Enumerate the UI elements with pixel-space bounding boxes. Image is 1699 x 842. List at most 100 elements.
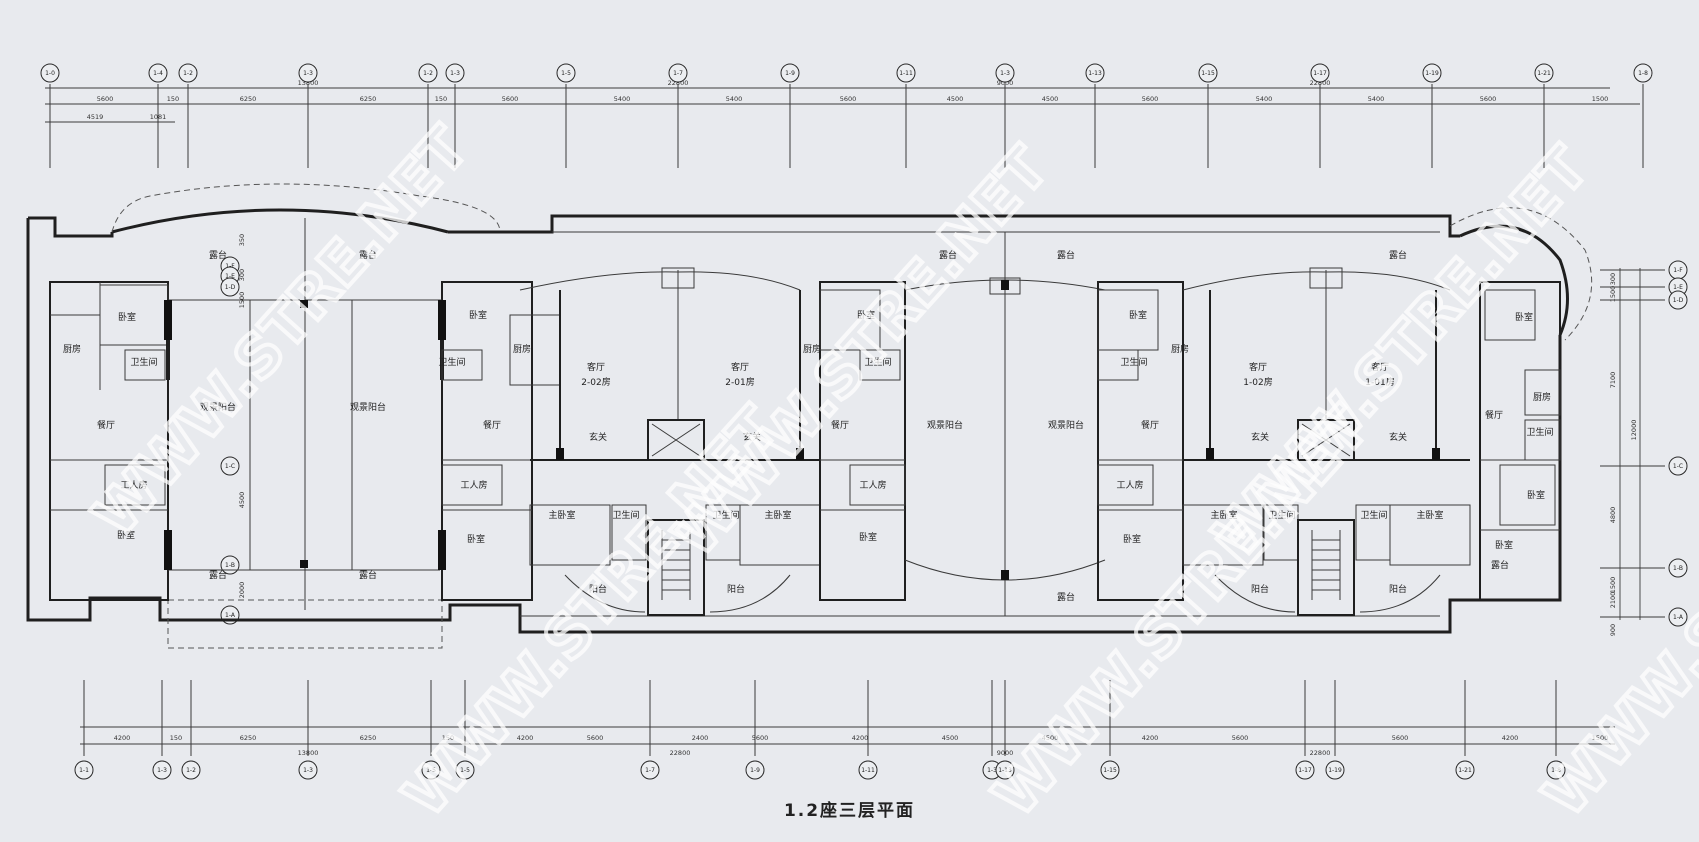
axis-label: 1-F (225, 263, 235, 270)
dimension-span: 6250 (240, 95, 257, 103)
dimension-span: 300 (1609, 273, 1617, 285)
room-label: 工人房 (460, 479, 487, 491)
axis-bubble: 1-3 (298, 760, 318, 780)
axis-bubble: 1-9 (780, 63, 800, 83)
axis-label: 1-5 (426, 767, 436, 774)
dimension-span: 4200 (1142, 734, 1159, 742)
room-label: 卫生间 (1120, 356, 1147, 368)
dimension-span: 6250 (360, 95, 377, 103)
axis-label: 1-3 (157, 767, 167, 774)
dimension-total: 9000 (997, 79, 1014, 87)
room-label: 观景阳台 (200, 401, 236, 413)
dimension-span: 4200 (852, 734, 869, 742)
room-label: 卫生间 (864, 356, 891, 368)
bottom-axis-lines (83, 680, 1557, 756)
axis-label: 1-F (1673, 267, 1683, 274)
dimension-span: 5600 (502, 95, 519, 103)
room-label: 工人房 (1116, 479, 1143, 491)
room-label: 卫生间 (130, 356, 157, 368)
axis-bubble: 1-8 (1546, 760, 1566, 780)
axis-label: 1-A (1673, 614, 1684, 621)
room-label: 卧室 (1515, 311, 1533, 323)
axis-bubble: 1-15 (1100, 760, 1120, 780)
dimension-span: 4200 (517, 734, 534, 742)
unit-1 (1097, 267, 1561, 616)
room-label: 卧室 (1129, 309, 1147, 321)
axis-label: 1-0 (45, 70, 55, 77)
axis-bubble: 1-5 (556, 63, 576, 83)
dimension-span: 150 (435, 95, 447, 103)
dimension-span: 5600 (1142, 95, 1159, 103)
axis-bubble: 1-F (1668, 260, 1688, 280)
right-dimension-chain (1619, 268, 1641, 620)
dimension-span: 1500 (1592, 734, 1609, 742)
dimension-total: 13800 (298, 79, 319, 87)
dimension-span: 6250 (360, 734, 377, 742)
room-label: 工人房 (120, 479, 147, 491)
axis-label: 1-8 (1551, 767, 1561, 774)
axis-label: 1-3 (987, 767, 997, 774)
right-axis-bubbles: 1-F1-E1-D1-C1-B1-A (1600, 260, 1688, 627)
axis-bubble: 1-17 (1310, 63, 1330, 83)
axis-label: 1-21 (1458, 767, 1472, 774)
room-label: 露台 (939, 249, 957, 261)
room-label: 观景阳台 (350, 401, 386, 413)
dimension-span: 7100 (1609, 372, 1617, 389)
axis-bubble: 1-9 (745, 760, 765, 780)
dimension-span: 150 (167, 95, 179, 103)
room-label: 露台 (1057, 591, 1075, 603)
room-label: 卫生间 (1268, 509, 1295, 521)
dimension-span: 6250 (240, 734, 257, 742)
axis-label: 1-2 (186, 767, 196, 774)
room-label: 露台 (1389, 249, 1407, 261)
dimension-span: 150 (442, 734, 454, 742)
room-label: 客厅 (731, 361, 749, 373)
dimension-span: 300 (238, 269, 246, 281)
room-label: 玄关 (743, 431, 761, 443)
axis-bubble: 1-8 (1633, 63, 1653, 83)
axis-bubble: 1-7 (640, 760, 660, 780)
axis-bubble: 1-B (1668, 558, 1688, 578)
axis-label: 1-17 (1298, 767, 1312, 774)
room-label: 卧室 (857, 309, 875, 321)
axis-bubble: 1-15 (1198, 63, 1218, 83)
room-label: 露台 (1057, 249, 1075, 261)
room-label: 卧室 (469, 309, 487, 321)
room-label: 露台 (359, 249, 377, 261)
dimension-span: 1500 (1609, 577, 1617, 594)
dimension-span: 1500 (1609, 286, 1617, 303)
axis-label: 1-C (225, 463, 235, 470)
axis-label: 1-15 (1103, 767, 1117, 774)
top-axis-lines (49, 84, 1644, 168)
room-label: 厨房 (1171, 343, 1189, 355)
axis-label: 1-15 (1201, 70, 1215, 77)
room-label: 观景阳台 (1048, 419, 1084, 431)
axis-label: 1-2 (423, 70, 433, 77)
axis-label: 1-3 (303, 767, 313, 774)
room-label: 餐厅 (1141, 419, 1159, 431)
room-label: 餐厅 (483, 419, 501, 431)
room-label: 卧室 (1123, 533, 1141, 545)
axis-label: 1-13 (998, 767, 1012, 774)
axis-label: 1-5 (561, 70, 571, 77)
dimension-span: 5600 (97, 95, 114, 103)
drawing-title: 1.2座三层平面 (783, 801, 916, 821)
dimension-span: 5600 (1392, 734, 1409, 742)
dimension-span: 4800 (1609, 507, 1617, 524)
axis-label: 1-11 (861, 767, 875, 774)
axis-bubble: 1-3 (995, 63, 1015, 83)
axis-bubble: 1-17 (1295, 760, 1315, 780)
axis-label: 1-E (225, 273, 235, 280)
axis-bubble: 1-5 (455, 760, 475, 780)
room-label: 阳台 (1389, 583, 1407, 595)
room-label: 露台 (209, 249, 227, 261)
room-label: 卧室 (1527, 489, 1545, 501)
dimension-span: 2400 (692, 734, 709, 742)
room-label: 厨房 (1533, 391, 1551, 403)
axis-label: 1-C (1673, 463, 1683, 470)
axis-bubble: 1-2 (178, 63, 198, 83)
room-label: 卫生间 (1526, 426, 1553, 438)
axis-label: 1-3 (1000, 70, 1010, 77)
dimension-total: 9000 (997, 749, 1014, 757)
